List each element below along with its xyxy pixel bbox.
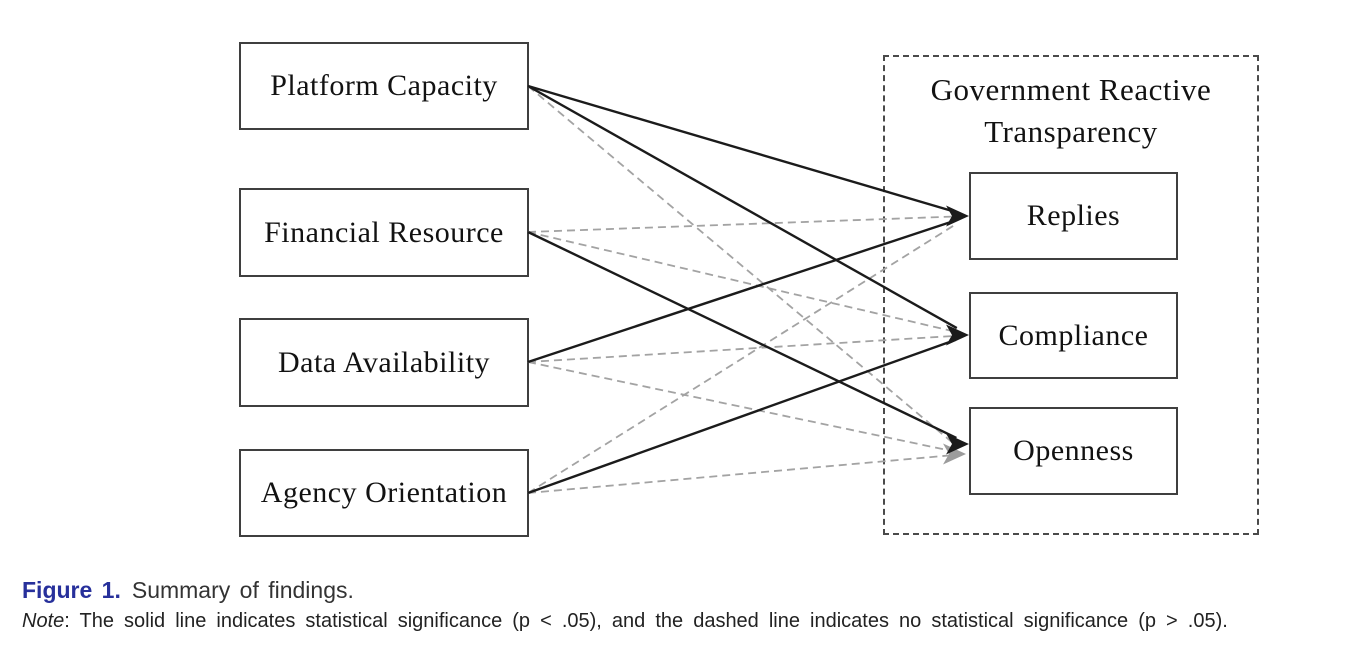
node-compliance: Compliance [969, 292, 1178, 379]
node-label: Replies [1026, 199, 1121, 232]
node-agency-orientation: Agency Orientation [239, 449, 529, 537]
figure-note: Note: The solid line indicates statistic… [22, 610, 1322, 633]
note-text: : The solid line indicates statistical s… [64, 610, 1228, 632]
node-label: Data Availability [277, 345, 491, 379]
node-label: Agency Orientation [260, 476, 508, 509]
node-replies: Replies [969, 172, 1178, 260]
node-platform-capacity: Platform Capacity [239, 42, 529, 130]
node-data-availability: Data Availability [239, 318, 529, 407]
figure-number-label: Figure 1. [22, 577, 121, 603]
node-openness: Openness [969, 407, 1178, 495]
group-title: Government Reactive Transparency [930, 72, 1212, 149]
node-financial-resource: Financial Resource [239, 188, 529, 277]
node-label: Platform Capacity [270, 69, 498, 102]
node-label: Compliance [998, 318, 1149, 352]
caption-line: Figure 1. Summary of findings. [22, 577, 1322, 604]
figure-title: Summary of findings. [131, 577, 354, 603]
node-label: Financial Resource [264, 215, 504, 249]
figure-caption: Figure 1. Summary of findings. Note: The … [22, 577, 1322, 633]
node-label: Openness [1013, 434, 1134, 467]
note-label: Note [22, 610, 65, 632]
